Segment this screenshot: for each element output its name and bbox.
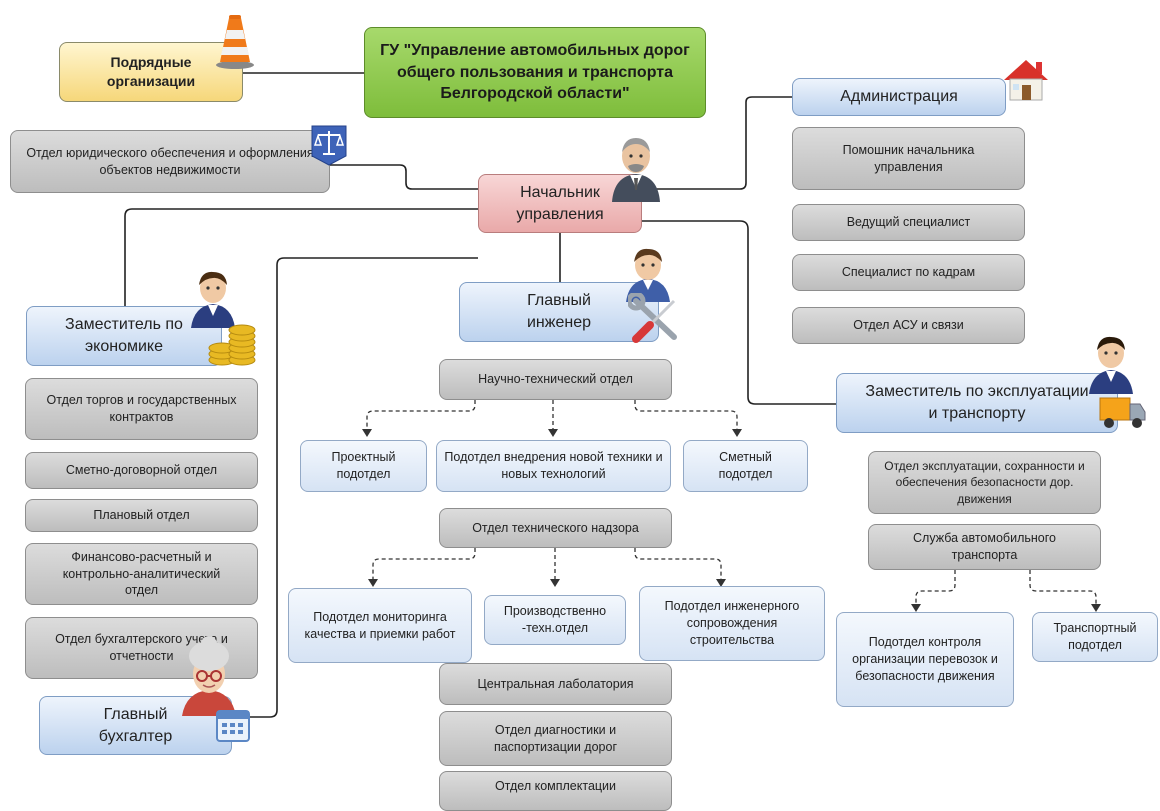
- research-dept-node[interactable]: Научно-технический отдел: [439, 359, 672, 400]
- transport-control-subdept-node[interactable]: Подотдел контроля организации перевозок …: [836, 612, 1014, 707]
- scales-icon: [309, 123, 349, 167]
- traffic-cone-icon: [214, 12, 256, 70]
- lead-specialist-label: Ведущий специалист: [846, 215, 971, 230]
- asu-dept-node[interactable]: Отдел АСУ и связи: [792, 307, 1025, 344]
- truck-icon: [1098, 392, 1146, 430]
- transport-subdept-node[interactable]: Транспортный подотдел: [1032, 612, 1158, 662]
- economist-icon: [186, 266, 240, 328]
- equipment-dept-node[interactable]: Отдел комплектации: [439, 771, 672, 811]
- head-label: Начальник управления: [516, 183, 604, 223]
- research-dept-label: Научно-технический отдел: [478, 372, 633, 387]
- main-organization-node[interactable]: ГУ "Управление автомобильных дорог общег…: [364, 27, 706, 118]
- edge-research-design: [366, 400, 476, 432]
- chief-engineer-label: Главный инженер: [526, 292, 591, 331]
- arrowhead: [1091, 604, 1101, 612]
- innovation-subdept-node[interactable]: Подотдел внедрения новой техники и новых…: [436, 440, 671, 492]
- design-subdept-node[interactable]: Проектный подотдел: [300, 440, 427, 492]
- arrowhead: [732, 429, 742, 437]
- arrowhead: [550, 579, 560, 587]
- arrowhead: [911, 604, 921, 612]
- operations-dept-label: Отдел эксплуатации, сохранности и обеспе…: [884, 459, 1085, 506]
- edge-supervision-engineering: [634, 548, 722, 582]
- estimate-contract-dept-node[interactable]: Сметно-договорной отдел: [25, 452, 258, 489]
- edge-head-accountant: [232, 257, 478, 718]
- central-lab-label: Центральная лаболатория: [477, 676, 634, 691]
- trade-dept-label: Отдел торгов и государственных контракто…: [46, 393, 237, 424]
- deputy-economics-node[interactable]: Заместитель по экономике: [26, 306, 222, 366]
- deputy-economics-label: Заместитель по экономике: [65, 316, 183, 355]
- planning-dept-node[interactable]: Плановый отдел: [25, 499, 258, 532]
- trade-dept-node[interactable]: Отдел торгов и государственных контракто…: [25, 378, 258, 440]
- deputy-operations-node[interactable]: Заместитель по эксплуатации и транспорту: [836, 373, 1118, 433]
- deputy-icon: [1084, 330, 1138, 394]
- asu-dept-label: Отдел АСУ и связи: [853, 318, 964, 333]
- edge-head-operations: [642, 220, 836, 405]
- calendar-icon: [215, 707, 251, 743]
- assistant-node[interactable]: Помошник начальника управления: [792, 127, 1025, 190]
- operations-dept-node[interactable]: Отдел эксплуатации, сохранности и обеспе…: [868, 451, 1101, 514]
- arrowhead: [368, 579, 378, 587]
- planning-dept-label: Плановый отдел: [93, 508, 190, 523]
- edge-research-estimate: [634, 400, 738, 432]
- engineering-support-subdept-label: Подотдел инженерного сопровождения строи…: [664, 599, 800, 647]
- transport-service-label: Служба автомобильного транспорта: [913, 531, 1056, 562]
- production-dept-node[interactable]: Производственно -техн.отдел: [484, 595, 626, 645]
- edge-transport-subdept: [1029, 570, 1097, 608]
- manager-icon: [608, 132, 664, 202]
- arrowhead: [716, 579, 726, 587]
- contractors-node[interactable]: Подрядные организации: [59, 42, 243, 102]
- lead-specialist-node[interactable]: Ведущий специалист: [792, 204, 1025, 241]
- legal-dept-label: Отдел юридического обеспечения и оформле…: [26, 145, 314, 177]
- legal-dept-node[interactable]: Отдел юридического обеспечения и оформле…: [10, 130, 330, 193]
- administration-node[interactable]: Администрация: [792, 78, 1006, 116]
- edge-supervision-monitoring: [372, 548, 476, 582]
- engineering-support-subdept-node[interactable]: Подотдел инженерного сопровождения строи…: [639, 586, 825, 661]
- accounting-dept-label: Отдел бухгалтерского учета и отчетности: [55, 632, 228, 663]
- contractors-label: Подрядные организации: [106, 54, 196, 89]
- edge-transport-control: [915, 570, 956, 608]
- chief-engineer-node[interactable]: Главный инженер: [459, 282, 659, 342]
- edge-head-economics: [124, 208, 478, 306]
- central-lab-node[interactable]: Центральная лаболатория: [439, 663, 672, 705]
- transport-control-subdept-label: Подотдел контроля организации перевозок …: [852, 635, 998, 683]
- estimate-contract-dept-label: Сметно-договорной отдел: [65, 463, 218, 478]
- diagnostics-dept-node[interactable]: Отдел диагностики и паспортизации дорог: [439, 711, 672, 766]
- diagnostics-dept-label: Отдел диагностики и паспортизации дорог: [493, 722, 618, 754]
- administration-label: Администрация: [840, 88, 958, 106]
- edge-head-admin: [642, 96, 792, 190]
- deputy-operations-label: Заместитель по эксплуатации и транспорту: [865, 383, 1089, 422]
- head-node[interactable]: Начальник управления: [478, 174, 642, 233]
- transport-service-node[interactable]: Служба автомобильного транспорта: [868, 524, 1101, 570]
- accountant-icon: [178, 634, 240, 716]
- transport-subdept-label: Транспортный подотдел: [1053, 621, 1137, 652]
- design-subdept-label: Проектный подотдел: [331, 450, 396, 481]
- equipment-dept-label: Отдел комплектации: [494, 778, 617, 793]
- chief-accountant-label: Главный бухгалтер: [98, 705, 173, 745]
- monitoring-subdept-label: Подотдел мониторинга качества и приемки …: [304, 609, 456, 641]
- edge-legal-head: [330, 164, 478, 190]
- wrench-screwdriver-icon: [628, 293, 682, 343]
- finance-dept-label: Финансово-расчетный и контрольно-аналити…: [62, 549, 221, 598]
- chief-accountant-node[interactable]: Главный бухгалтер: [39, 696, 232, 755]
- arrowhead: [362, 429, 372, 437]
- finance-dept-node[interactable]: Финансово-расчетный и контрольно-аналити…: [25, 543, 258, 605]
- hr-specialist-node[interactable]: Специалист по кадрам: [792, 254, 1025, 291]
- house-icon: [1002, 56, 1050, 104]
- production-dept-label: Производственно -техн.отдел: [503, 604, 607, 635]
- hr-specialist-label: Специалист по кадрам: [841, 265, 976, 280]
- estimate-subdept-node[interactable]: Сметный подотдел: [683, 440, 808, 492]
- innovation-subdept-label: Подотдел внедрения новой техники и новых…: [444, 450, 663, 481]
- coins-icon: [206, 316, 258, 368]
- tech-supervision-dept-label: Отдел технического надзора: [472, 520, 639, 535]
- tech-supervision-dept-node[interactable]: Отдел технического надзора: [439, 508, 672, 548]
- estimate-subdept-label: Сметный подотдел: [718, 450, 773, 481]
- assistant-label: Помошник начальника управления: [842, 142, 975, 174]
- main-organization-label: ГУ "Управление автомобильных дорог общег…: [380, 42, 690, 103]
- monitoring-subdept-node[interactable]: Подотдел мониторинга качества и приемки …: [288, 588, 472, 663]
- arrowhead: [548, 429, 558, 437]
